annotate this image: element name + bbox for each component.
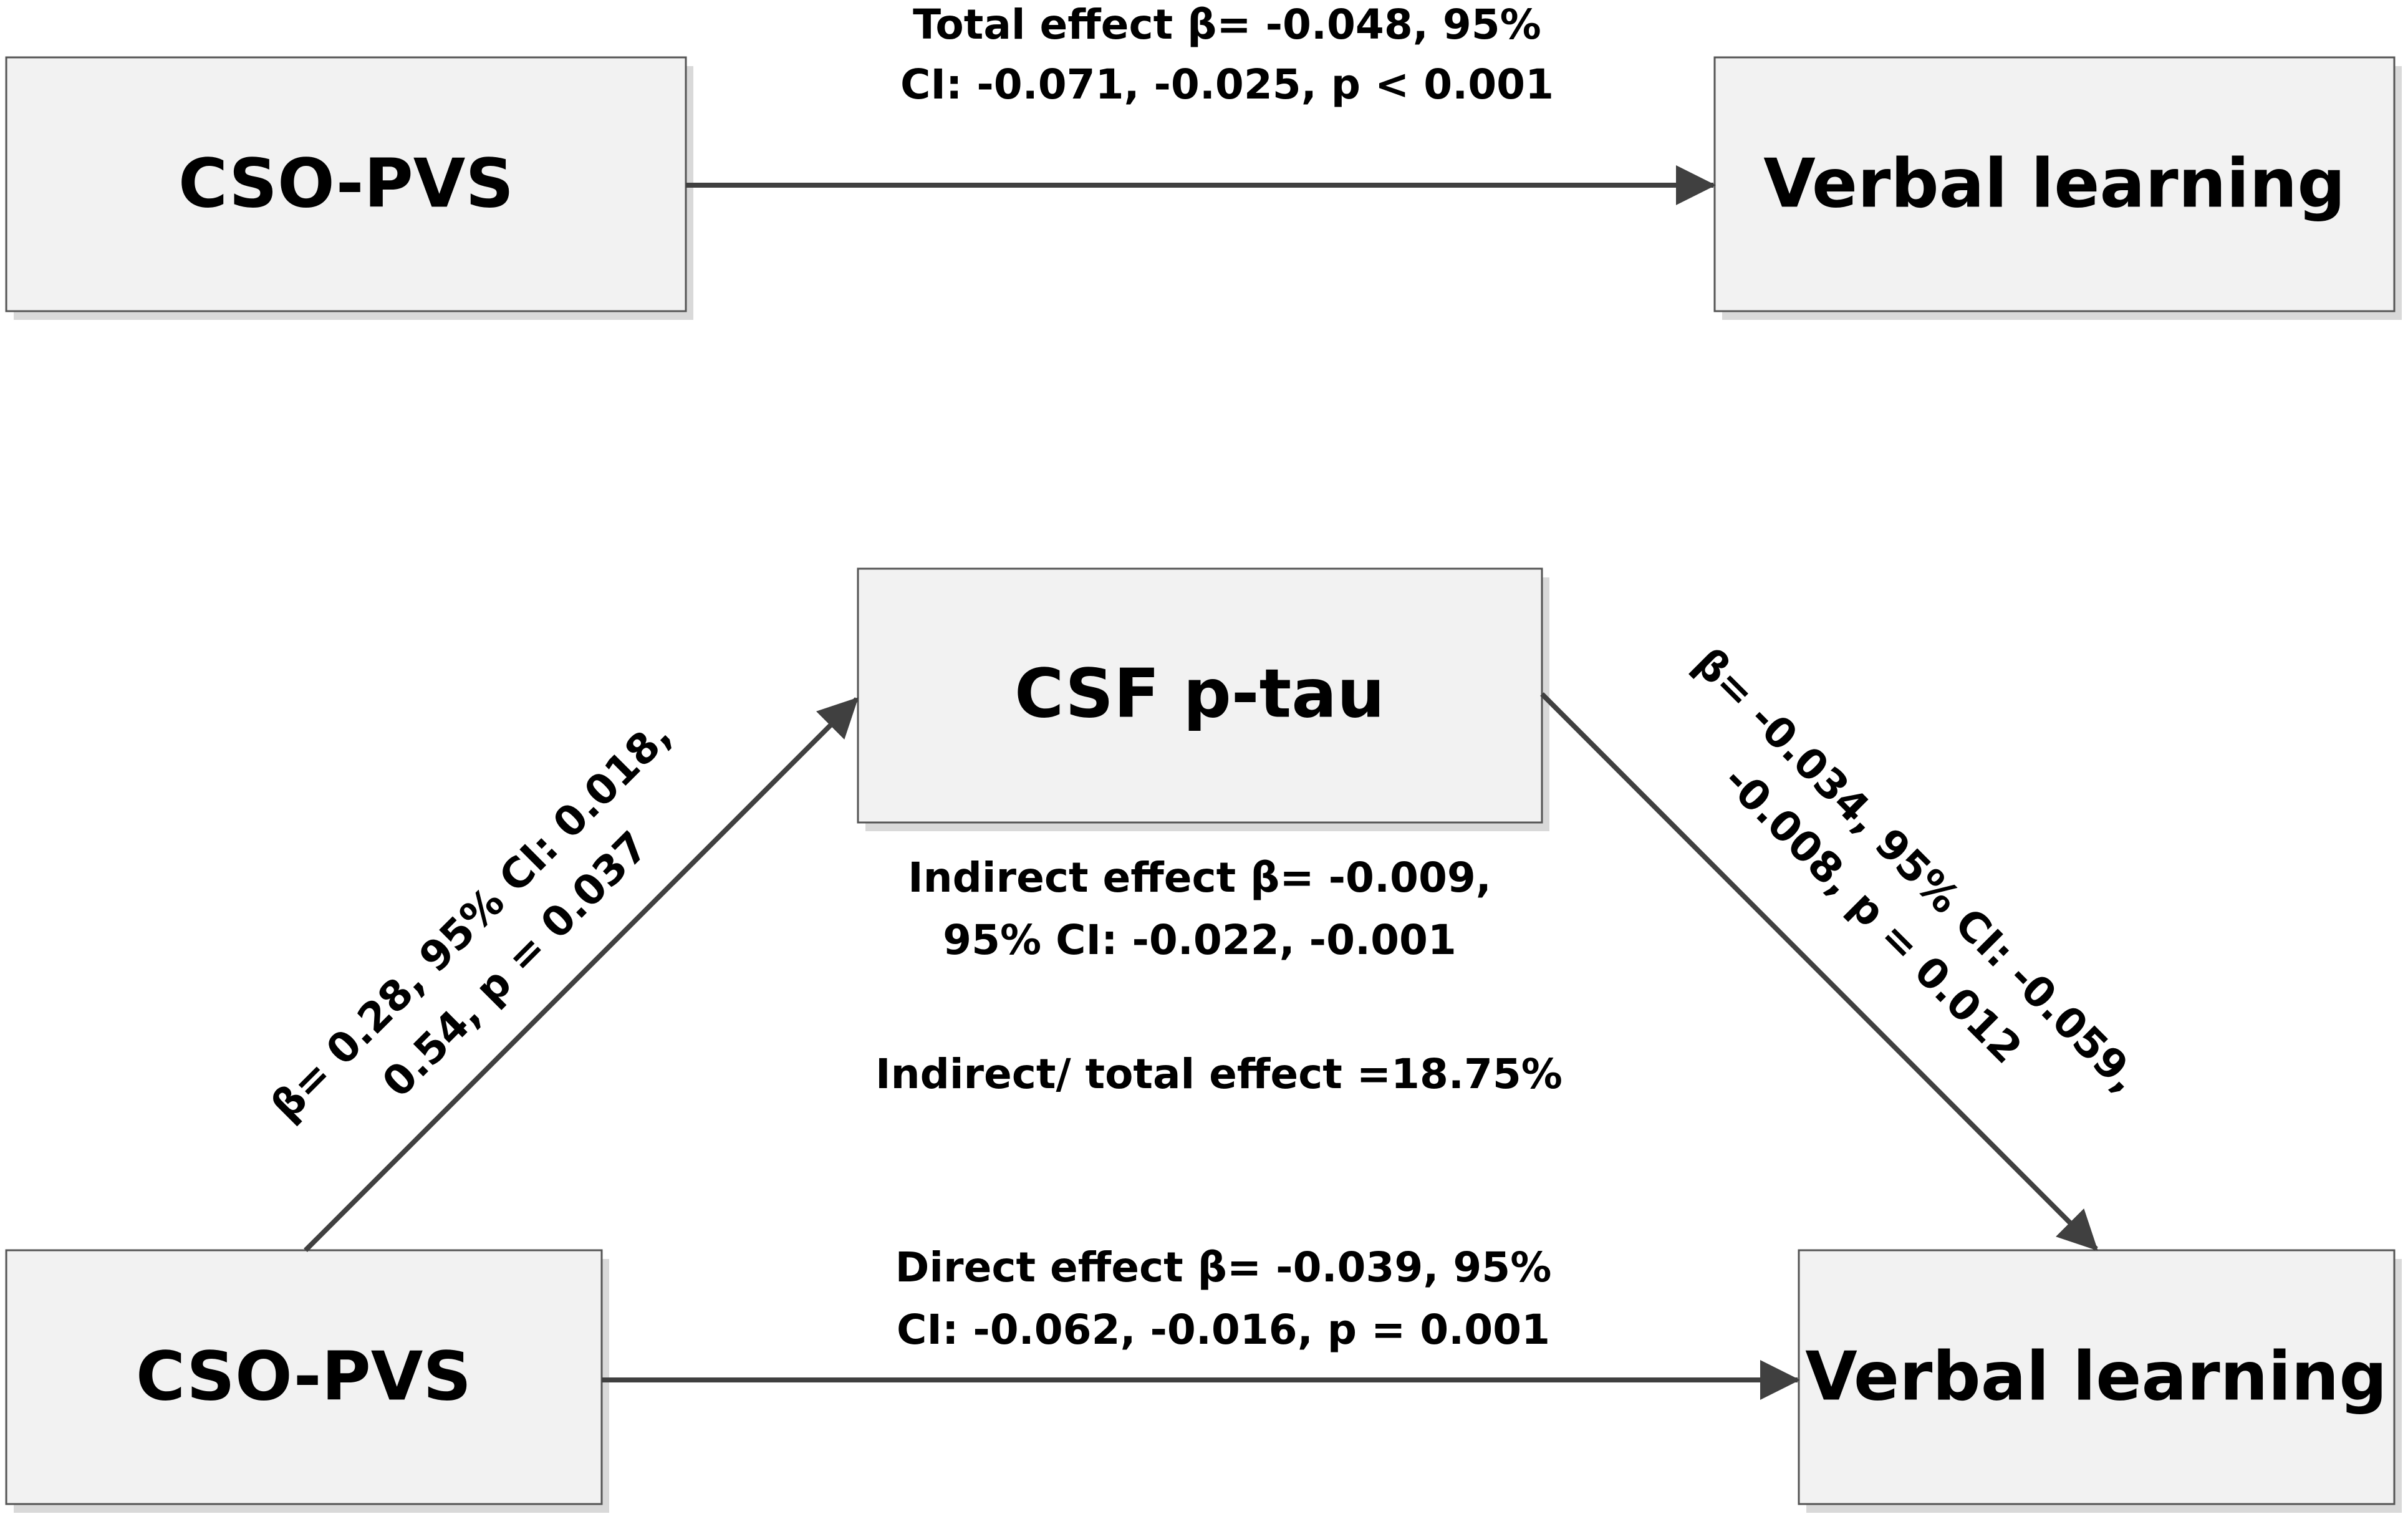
- indirect-effect-label-line1: Indirect effect β= -0.009,: [908, 854, 1491, 902]
- top-target-node: Verbal learning: [1713, 56, 2402, 320]
- total-effect-label-line2: CI: -0.071, -0.025, p < 0.001: [900, 60, 1554, 109]
- path-a-label: β= 0.28, 95% CI: 0.018, 0.54, p = 0.037: [262, 711, 681, 1130]
- direct-effect-label-line1: Direct effect β= -0.039, 95%: [895, 1243, 1552, 1291]
- path-b-arrow: [1540, 692, 2098, 1251]
- bottom-source-label: CSO-PVS: [136, 1338, 471, 1416]
- top-target-label: Verbal learning: [1763, 145, 2346, 223]
- top-model: CSO-PVS Verbal learning Total effect β= …: [5, 1, 2402, 320]
- path-a-label-line1: β= 0.28, 95% CI: 0.018,: [262, 711, 681, 1130]
- top-source-node: CSO-PVS: [5, 56, 693, 320]
- mediator-label: CSF p-tau: [1014, 655, 1385, 733]
- mediation-model: CSF p-tau CSO-PVS Verbal learning β= 0.2…: [5, 567, 2402, 1513]
- path-a-arrow: [304, 697, 859, 1252]
- indirect-effect-label-line2: 95% CI: -0.022, -0.001: [943, 916, 1457, 964]
- bottom-target-node: Verbal learning: [1798, 1249, 2402, 1513]
- top-source-label: CSO-PVS: [178, 145, 514, 223]
- path-b-label-line1: β= -0.034, 95% CI: -0.059,: [1685, 639, 2149, 1102]
- path-b-label: β= -0.034, 95% CI: -0.059, -0.008, p = 0…: [1685, 639, 2149, 1102]
- bottom-source-node: CSO-PVS: [5, 1249, 609, 1513]
- mediator-node: CSF p-tau: [857, 567, 1549, 831]
- total-effect-label-line1: Total effect β= -0.048, 95%: [913, 1, 1541, 49]
- proportion-mediated-label: Indirect/ total effect =18.75%: [875, 1050, 1563, 1098]
- direct-effect-label-line2: CI: -0.062, -0.016, p = 0.001: [897, 1306, 1550, 1354]
- bottom-target-label: Verbal learning: [1805, 1338, 2387, 1416]
